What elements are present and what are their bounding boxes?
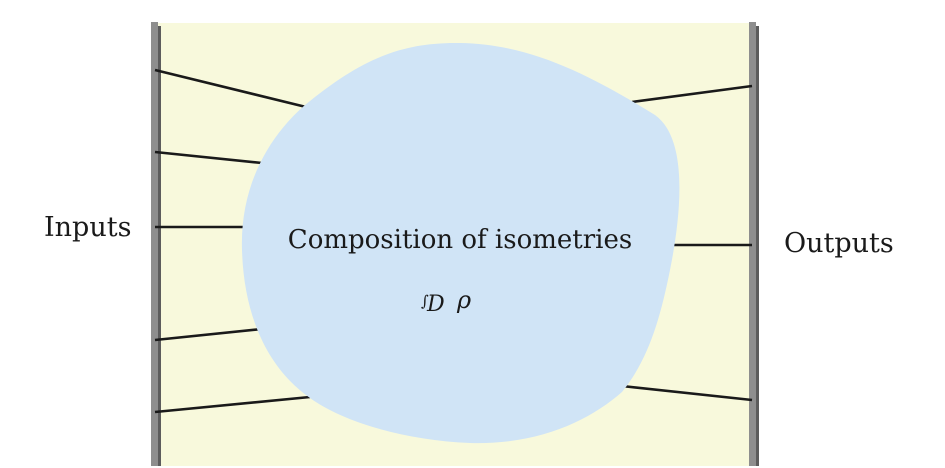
- input-wire-5: [154, 395, 311, 414]
- formula-rho: ρ: [456, 286, 471, 314]
- formula-integral: ∫: [421, 292, 429, 310]
- inputs-label: Inputs: [44, 212, 131, 243]
- outputs-label: Outputs: [784, 228, 894, 259]
- left-bar-shadow: [158, 26, 161, 466]
- output-wire-1: [631, 84, 753, 104]
- right-bar: [749, 22, 756, 466]
- blob-title: Composition of isometries: [288, 225, 632, 255]
- input-wire-1: [154, 68, 307, 109]
- isometry-blob: [241, 42, 680, 444]
- output-wire-3: [621, 384, 753, 402]
- input-wire-4: [154, 327, 263, 342]
- formula-subscript: D: [426, 292, 445, 317]
- input-wire-2: [154, 150, 263, 165]
- left-bar: [151, 22, 158, 466]
- right-bar-shadow: [756, 26, 759, 466]
